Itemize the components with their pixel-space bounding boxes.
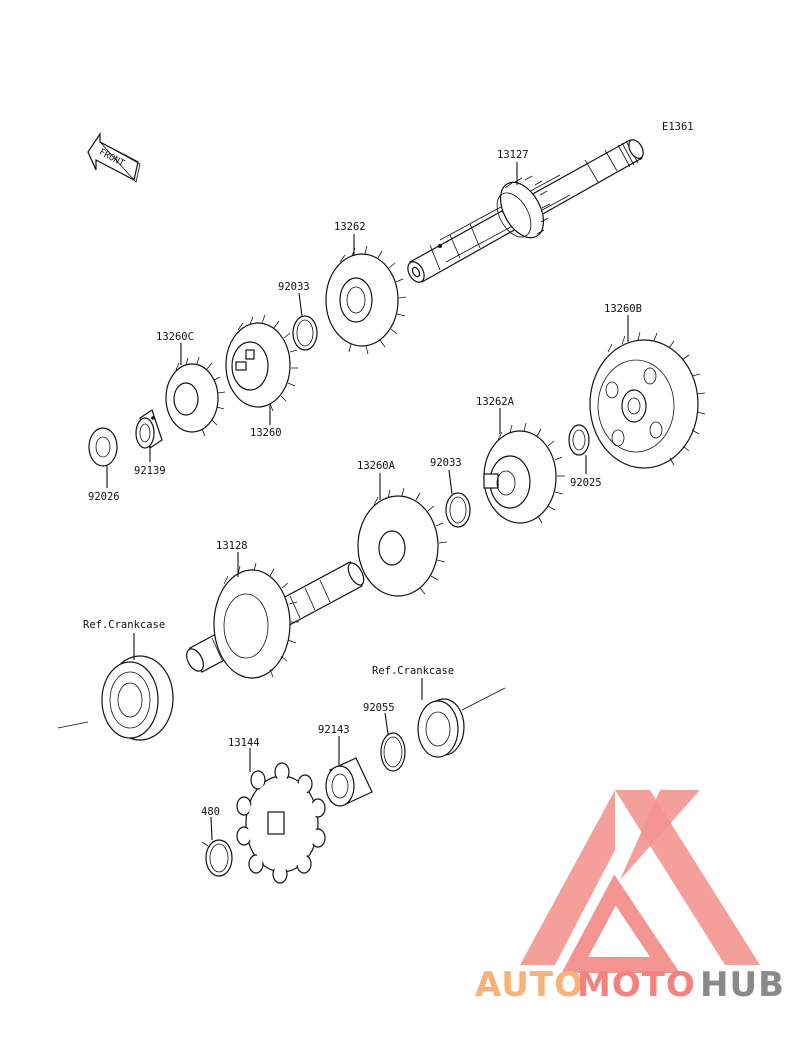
washer-92025 — [568, 424, 590, 456]
automotohub-logo — [520, 790, 760, 973]
sprocket-13144 — [236, 762, 326, 884]
gear-13260a — [357, 487, 448, 597]
oil-seal-right — [417, 687, 506, 758]
circlip-480 — [201, 839, 233, 877]
label-13262a: 13262A — [476, 396, 515, 408]
circlip-92033-upper — [292, 315, 318, 351]
label-13260: 13260 — [250, 427, 282, 439]
main-shaft-13127 — [407, 139, 644, 283]
diagram-code: E1361 — [662, 121, 694, 133]
logo-moto: MOTO — [577, 965, 696, 1005]
circlip-92033-lower — [445, 492, 471, 528]
label-480: 480 — [201, 806, 220, 818]
bushing-92139 — [135, 409, 163, 449]
gear-13260 — [225, 314, 298, 412]
washer-92026 — [88, 427, 118, 467]
gear-13262a — [483, 422, 565, 524]
label-ref-crankcase-left: Ref.Crankcase — [83, 619, 165, 631]
drive-shaft-13128 — [186, 561, 365, 679]
leader-92055 — [384, 712, 389, 735]
logo-hub: HUB — [700, 965, 785, 1005]
label-92139: 92139 — [134, 465, 166, 477]
leader-92033-upper — [298, 292, 303, 317]
label-92026: 92026 — [88, 491, 120, 503]
collar-92143 — [325, 757, 373, 807]
gear-13260c — [165, 356, 226, 437]
front-arrow-icon — [87, 132, 141, 183]
gear-13260b — [589, 331, 706, 469]
label-92143: 92143 — [318, 724, 350, 736]
label-13144: 13144 — [228, 737, 260, 749]
label-92025: 92025 — [570, 477, 602, 489]
gear-13262 — [325, 245, 407, 355]
label-92033-lower: 92033 — [430, 457, 462, 469]
leader-480 — [210, 816, 213, 841]
label-13260c: 13260C — [156, 331, 194, 343]
label-92055: 92055 — [363, 702, 395, 714]
label-13127: 13127 — [497, 149, 529, 161]
logo-auto: AUTO — [475, 965, 584, 1005]
leader-92033-lower — [448, 469, 453, 495]
o-ring-92055 — [380, 732, 406, 772]
label-13260b: 13260B — [604, 303, 642, 315]
bearing-left — [57, 655, 174, 741]
label-13262: 13262 — [334, 221, 366, 233]
label-13260a: 13260A — [357, 460, 396, 472]
label-ref-crankcase-right: Ref.Crankcase — [372, 665, 454, 677]
label-13128: 13128 — [216, 540, 248, 552]
label-92033-upper: 92033 — [278, 281, 310, 293]
